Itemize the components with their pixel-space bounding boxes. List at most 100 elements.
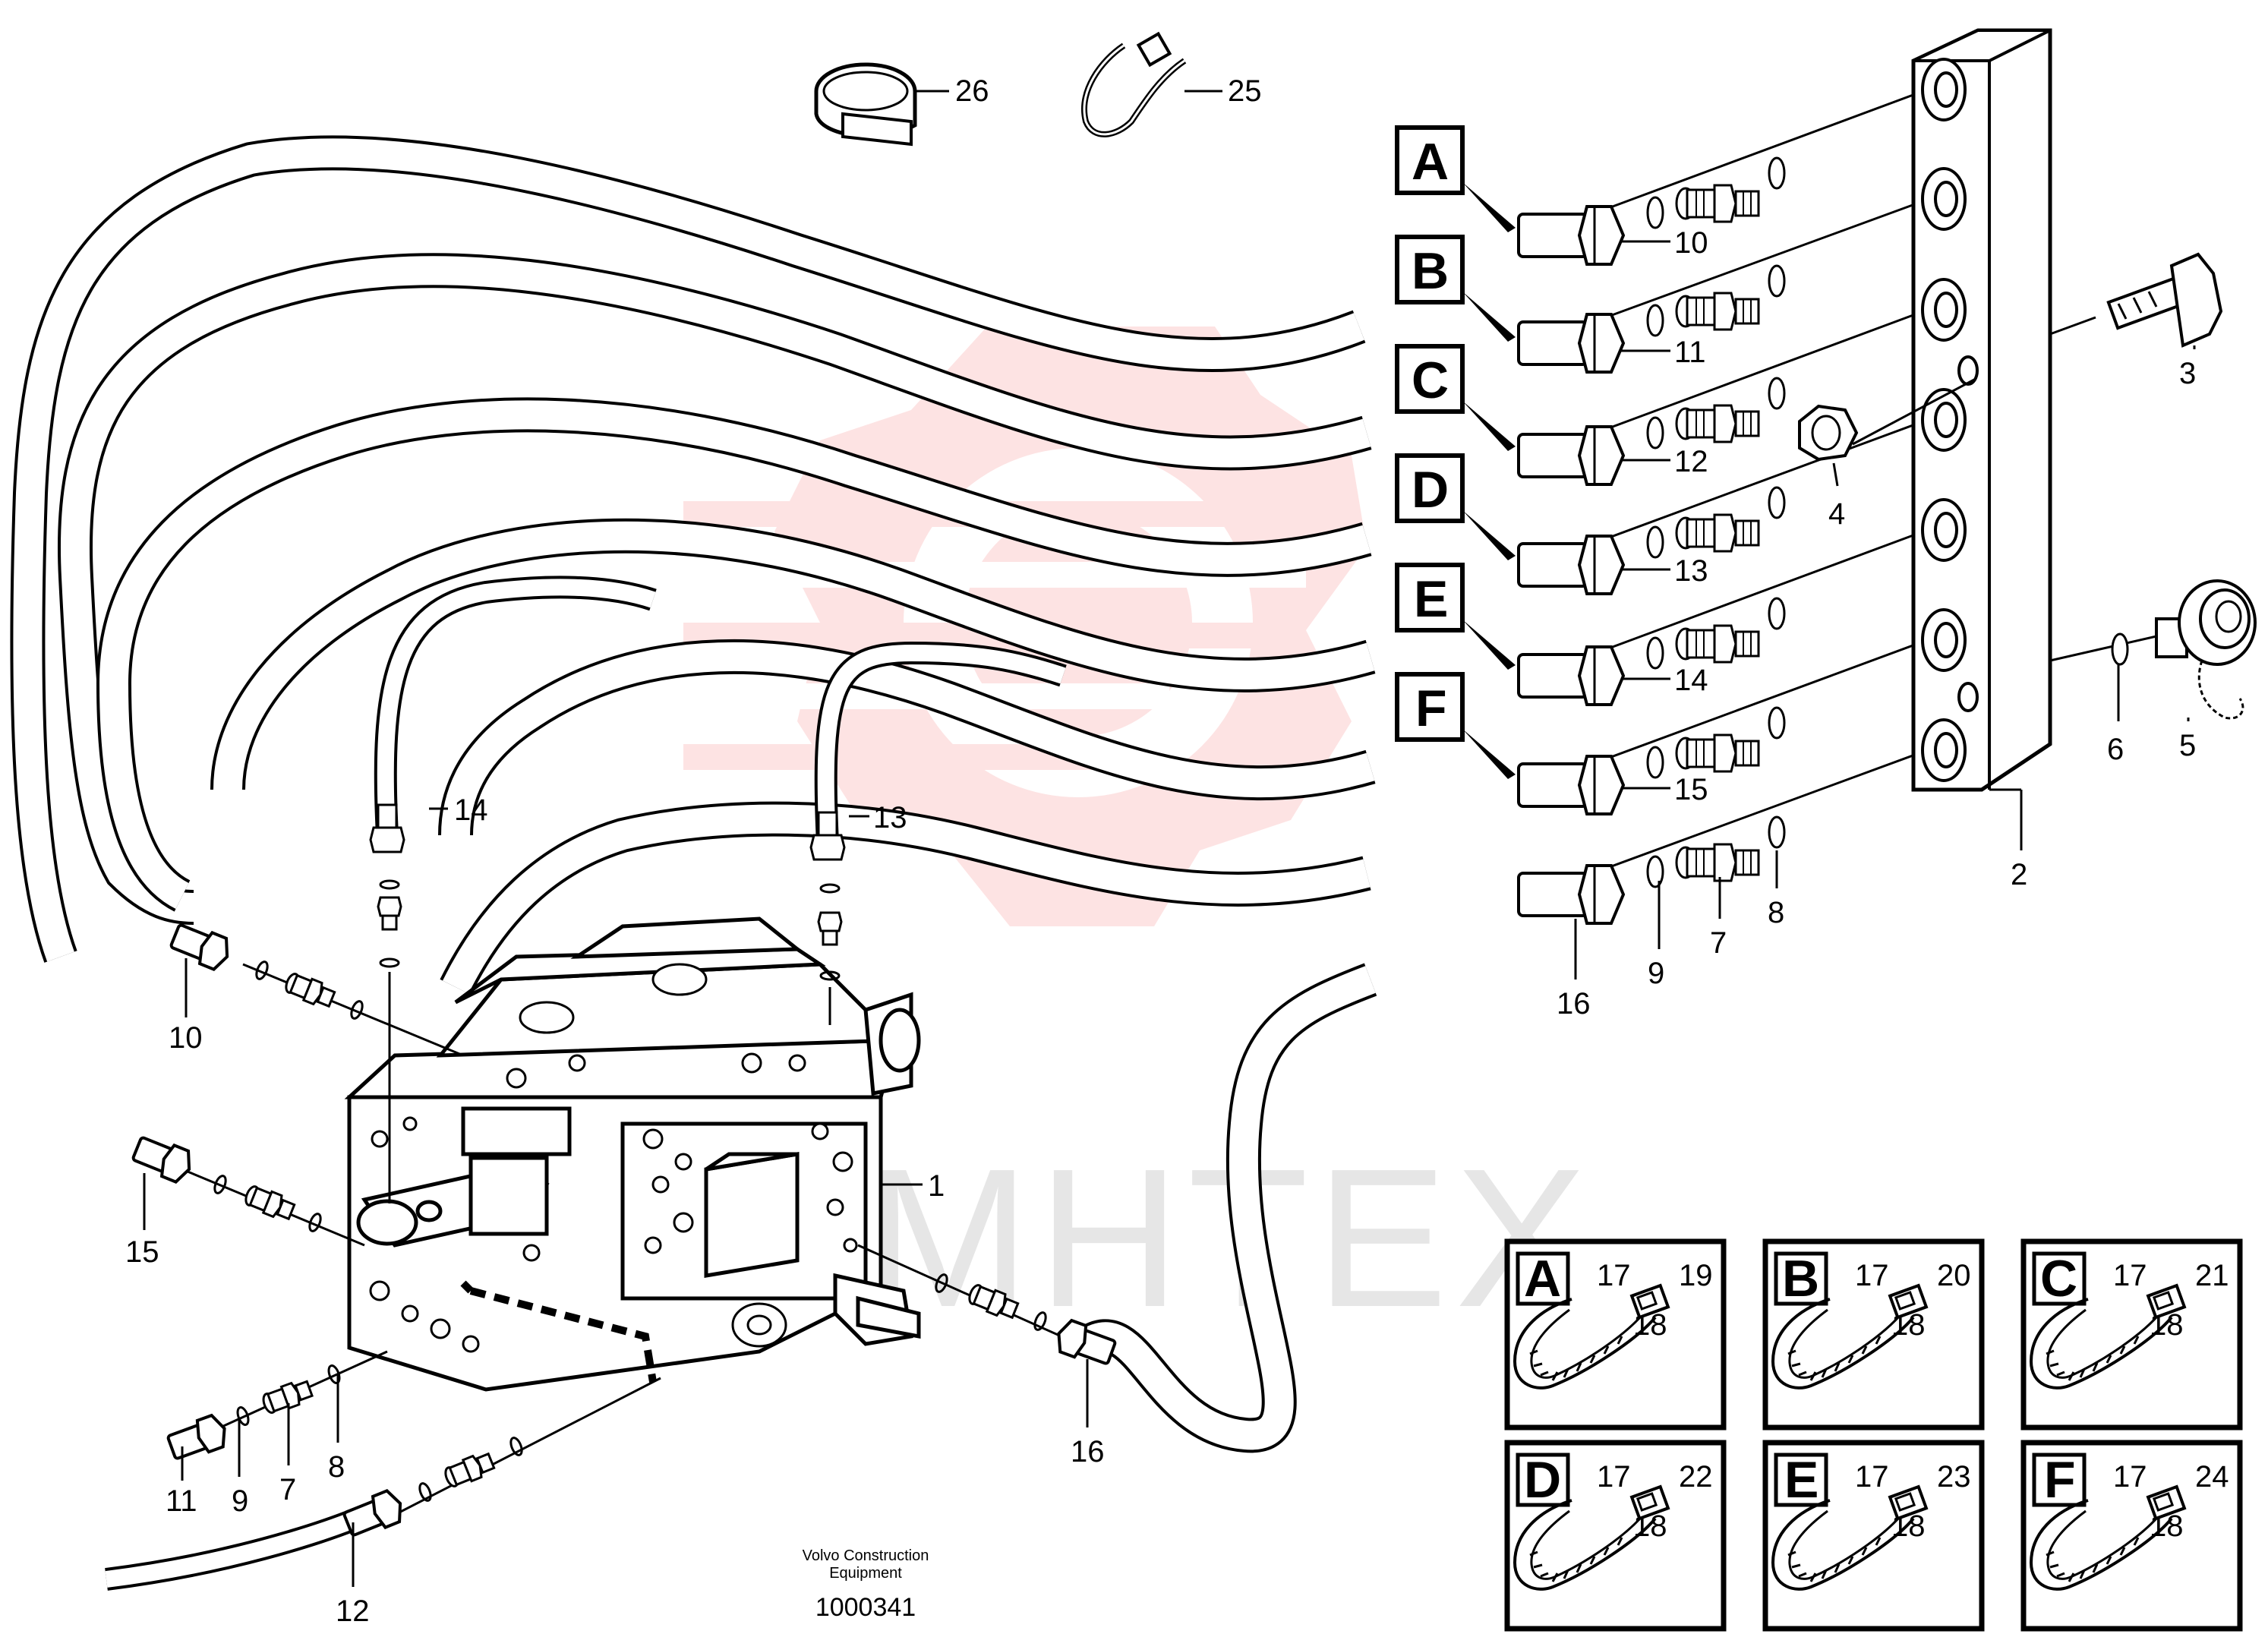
right-fittings <box>1517 82 1945 925</box>
callout-9-right: 9 <box>1648 957 1664 990</box>
test-coupling <box>2049 579 2257 721</box>
detail-a-n1: 17 <box>1597 1259 1631 1292</box>
letter-box-f-text: F <box>1415 680 1447 737</box>
callout-12-left: 12 <box>336 1595 370 1628</box>
hose-e-fill <box>441 642 1375 836</box>
detail-panel-a: A 17 19 18 <box>1504 1238 1727 1431</box>
manifold-block <box>1911 28 2052 850</box>
callout-25: 25 <box>1228 74 1262 108</box>
plug <box>1798 378 1975 487</box>
detail-b-n2: 20 <box>1937 1259 1971 1292</box>
callout-16-left: 16 <box>1071 1435 1105 1468</box>
callout-3: 3 <box>2179 357 2196 390</box>
caption-drawing-number: 1000341 <box>815 1593 916 1622</box>
callout-16-right: 16 <box>1557 987 1591 1020</box>
detail-letter-e: E <box>1784 1451 1819 1509</box>
right-fitting-16 <box>857 1244 1119 1371</box>
cable-tie <box>1081 31 1222 137</box>
hose-letter-boxes: A B C D E F <box>1395 125 1516 779</box>
callout-12-right: 12 <box>1674 445 1708 478</box>
watermark-logo: MHTEX <box>683 326 1587 1349</box>
callout-13-middle: 13 <box>873 801 907 834</box>
callout-labels: 26 25 10 11 12 13 14 15 16 9 7 8 2 3 4 5… <box>125 74 2196 1628</box>
left-fitting-12 <box>105 1377 661 1591</box>
callout-6: 6 <box>2107 733 2124 766</box>
detail-letter-b: B <box>1782 1250 1819 1308</box>
detail-panel-e: E 17 23 18 <box>1762 1440 1985 1632</box>
callout-15-left: 15 <box>125 1235 159 1269</box>
fitting-row-a <box>1517 82 1945 266</box>
callout-14-right: 14 <box>1674 664 1708 697</box>
drawing-caption: Volvo Construction Equipment 1000341 <box>803 1547 929 1622</box>
left-fittings <box>105 918 1119 1591</box>
detail-letter-d: D <box>1524 1451 1561 1509</box>
detail-panel-d: D 17 22 18 <box>1504 1440 1727 1632</box>
left-fitting-10 <box>167 918 464 1057</box>
callout-10-left: 10 <box>169 1021 203 1055</box>
bolt <box>2049 252 2223 349</box>
detail-d-n2: 22 <box>1679 1460 1713 1494</box>
detail-panel-f: F 17 24 18 <box>2020 1440 2243 1632</box>
leader-lines <box>143 240 1778 1587</box>
control-valve <box>344 916 921 1392</box>
detail-letter-a: A <box>1524 1250 1561 1308</box>
callout-14-middle: 14 <box>454 793 488 827</box>
callout-2: 2 <box>2011 858 2027 891</box>
fitting-row-c <box>1517 302 1945 486</box>
detail-panels: A 17 19 18 B 17 20 18 C 17 21 18 D <box>1504 1238 2243 1632</box>
detail-f-n1: 17 <box>2113 1460 2147 1494</box>
letter-box-a-text: A <box>1412 133 1449 191</box>
hose-f-fill <box>443 804 1371 994</box>
callout-7-left: 7 <box>279 1473 296 1506</box>
detail-f-n2: 24 <box>2195 1460 2229 1494</box>
letter-box-b-text: B <box>1412 242 1449 300</box>
detail-b-n1: 17 <box>1855 1259 1889 1292</box>
letter-box-d: D <box>1395 453 1516 560</box>
hose-clamp <box>814 62 949 147</box>
fitting-row-e <box>1517 522 1945 706</box>
caption-company-line1: Volvo Construction <box>803 1547 929 1564</box>
letter-box-c: C <box>1395 344 1516 451</box>
fitting-row-f <box>1517 632 1945 815</box>
letter-box-e-text: E <box>1414 570 1448 628</box>
letter-box-b: B <box>1395 235 1516 342</box>
hose-d-fill <box>213 521 1375 790</box>
callout-10-right: 10 <box>1674 226 1708 260</box>
detail-panel-b: B 17 20 18 <box>1762 1238 1985 1431</box>
callout-11-right: 11 <box>1674 336 1706 369</box>
valve-top-fittings <box>369 803 846 1203</box>
hose-a-fill <box>13 138 1364 962</box>
callout-11-left: 11 <box>166 1484 197 1518</box>
fitting-row-b <box>1517 192 1945 374</box>
callout-9-left: 9 <box>232 1484 248 1518</box>
fitting-row-g <box>1517 743 1945 925</box>
detail-a-n2: 19 <box>1679 1259 1713 1292</box>
detail-e-n1: 17 <box>1855 1460 1889 1494</box>
detail-panel-c: C 17 21 18 <box>2020 1238 2243 1431</box>
callout-4: 4 <box>1828 497 1845 531</box>
detail-letter-c: C <box>2040 1250 2077 1308</box>
fitting-row-d <box>1517 412 1945 595</box>
letter-box-f: F <box>1395 672 1516 779</box>
hose-c-fill <box>99 400 1371 909</box>
callout-1: 1 <box>928 1169 945 1203</box>
callout-8-left: 8 <box>328 1450 345 1484</box>
detail-e-n2: 23 <box>1937 1460 1971 1494</box>
letter-box-c-text: C <box>1412 352 1449 409</box>
hose-13-fill <box>817 644 1066 844</box>
callout-26: 26 <box>955 74 989 108</box>
callout-15-right: 15 <box>1674 773 1708 806</box>
caption-company-line2: Equipment <box>829 1565 902 1582</box>
hoses <box>10 135 1377 1453</box>
callout-5: 5 <box>2179 729 2196 762</box>
callout-13-right: 13 <box>1674 554 1708 588</box>
left-fitting-11 <box>164 1350 388 1465</box>
letter-box-a: A <box>1395 125 1516 232</box>
callout-8-right: 8 <box>1768 896 1784 929</box>
detail-c-n1: 17 <box>2113 1259 2147 1292</box>
letter-box-d-text: D <box>1412 461 1449 519</box>
hose-14-fill <box>377 579 656 836</box>
detail-c-n2: 21 <box>2195 1259 2229 1292</box>
hose-g-fill <box>1077 966 1376 1450</box>
